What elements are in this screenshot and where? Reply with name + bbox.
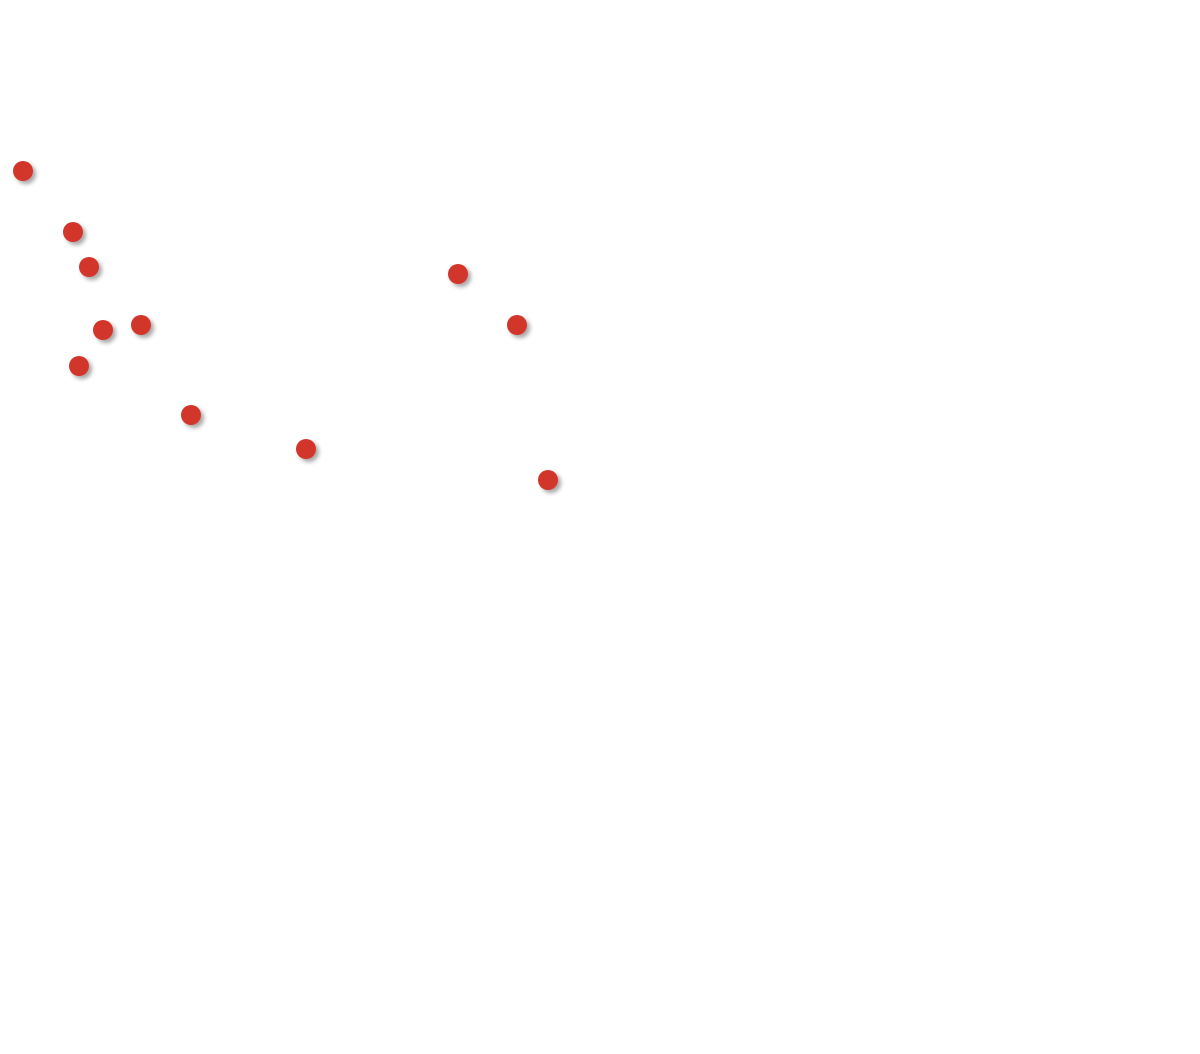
map-marker-pin[interactable] (538, 470, 558, 490)
map-marker-pin[interactable] (93, 320, 113, 340)
map-marker-pin[interactable] (79, 257, 99, 277)
map-marker-pin[interactable] (63, 222, 83, 242)
map-marker-pin[interactable] (507, 315, 527, 335)
map-marker-pin[interactable] (13, 161, 33, 181)
map-marker-pin[interactable] (296, 439, 316, 459)
map-marker-pin[interactable] (181, 405, 201, 425)
map-marker-pin[interactable] (131, 315, 151, 335)
map-marker-pin[interactable] (69, 356, 89, 376)
map-marker-pin[interactable] (448, 264, 468, 284)
